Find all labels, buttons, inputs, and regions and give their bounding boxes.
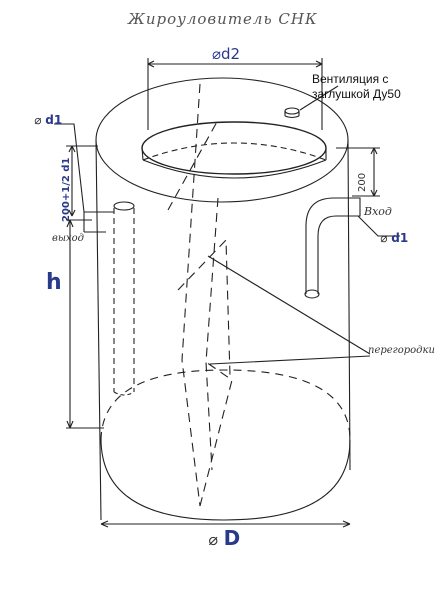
partitions-leader (207, 255, 371, 365)
d1-value: d1 (45, 113, 63, 127)
d2-label: ⌀d2 (212, 45, 241, 63)
outlet-pipe (83, 211, 114, 233)
dim-200-label: 200 (357, 172, 368, 192)
d1-value: d1 (391, 231, 409, 245)
outlet-leader (54, 123, 85, 213)
h-label: h (46, 270, 62, 295)
inlet-label: Вход (364, 205, 392, 218)
tank-top-ellipse (95, 77, 349, 203)
tank-left-wall (95, 139, 102, 521)
inlet-leader (357, 215, 400, 237)
partition-2 (205, 197, 219, 471)
vent-leader (299, 85, 339, 111)
outlet-label: выход (52, 233, 84, 244)
tank-right-wall (347, 139, 351, 471)
D-value: D (223, 526, 241, 550)
inlet-pipe (336, 197, 361, 217)
vent-cap (284, 107, 300, 115)
partition-3 (177, 238, 231, 377)
diagram-title: Жироуловитель СНК (128, 10, 318, 28)
partition-1 (181, 83, 201, 507)
partition-diag (199, 361, 233, 507)
tank-bottom-front (100, 439, 351, 521)
tank-bottom-back (100, 369, 351, 441)
hatch-ellipse-top (141, 121, 327, 175)
ventilation-label: Вентиляция с заглушкой Ду50 (312, 72, 401, 102)
hatch-rim (141, 147, 327, 161)
partition-4 (167, 119, 219, 211)
d1-label-right: ⌀d1 (380, 232, 408, 244)
vent-cap-side (284, 111, 300, 119)
ventilation-line-2: заглушкой Ду50 (312, 87, 401, 101)
D-label: ⌀D (208, 528, 240, 548)
phi-symbol: ⌀ (208, 530, 218, 549)
d1-label-left: ⌀d1 (34, 114, 62, 126)
hatch-ellipse-back (142, 142, 327, 161)
phi-symbol: ⌀ (380, 231, 388, 245)
partitions-label: перегородки (368, 345, 435, 356)
dim-200-half-d1-label: 200+1/2 d1 (61, 157, 72, 222)
hatch-ellipse-front (142, 159, 327, 179)
phi-symbol: ⌀ (34, 113, 42, 127)
ventilation-line-1: Вентиляция с (312, 72, 389, 86)
